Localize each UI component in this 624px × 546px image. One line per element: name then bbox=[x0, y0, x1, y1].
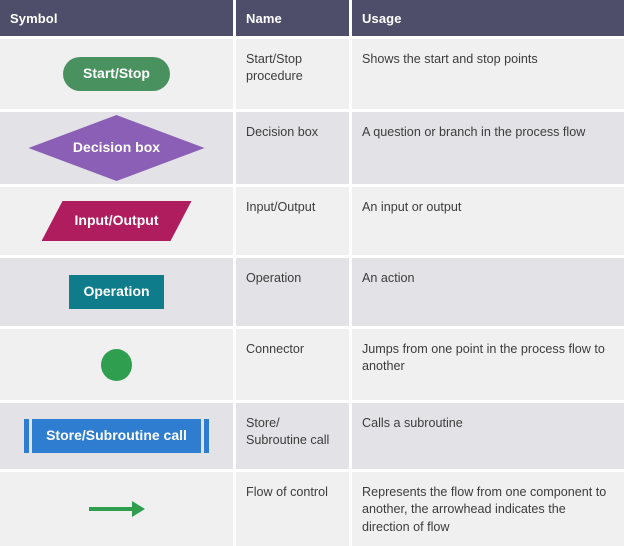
usage-cell: Jumps from one point in the process flow… bbox=[352, 329, 624, 400]
usage-cell: Calls a subroutine bbox=[352, 403, 624, 469]
column-divider bbox=[233, 329, 236, 400]
name-cell: Input/Output bbox=[236, 187, 349, 255]
subroutine-right-bar-icon bbox=[203, 419, 209, 453]
table-row: Flow of control Represents the flow from… bbox=[0, 472, 624, 546]
usage-cell: An action bbox=[352, 258, 624, 326]
row-divider bbox=[0, 36, 624, 39]
row-divider bbox=[0, 469, 624, 472]
row-divider bbox=[0, 326, 624, 329]
flow-arrow-icon bbox=[88, 501, 145, 517]
table-row: Operation Operation An action bbox=[0, 258, 624, 326]
parallelogram-icon bbox=[41, 201, 192, 241]
symbol-cell-decision-box: Decision box bbox=[0, 112, 233, 184]
column-divider bbox=[349, 472, 352, 546]
name-cell: Operation bbox=[236, 258, 349, 326]
name-cell: Connector bbox=[236, 329, 349, 400]
column-divider bbox=[233, 0, 236, 36]
shape-label: Input/Output bbox=[74, 212, 159, 229]
operation-shape: Operation bbox=[69, 275, 164, 309]
column-header-name: Name bbox=[236, 0, 349, 36]
column-divider bbox=[349, 112, 352, 184]
column-divider bbox=[233, 187, 236, 255]
column-divider bbox=[349, 0, 352, 36]
usage-cell: Represents the flow from one component t… bbox=[352, 472, 624, 546]
column-header-usage: Usage bbox=[352, 0, 624, 36]
row-divider bbox=[0, 400, 624, 403]
decision-box-shape: Decision box bbox=[28, 115, 205, 181]
row-divider bbox=[0, 109, 624, 112]
column-divider bbox=[233, 472, 236, 546]
start-stop-shape: Start/Stop bbox=[63, 57, 170, 91]
row-divider bbox=[0, 255, 624, 258]
shape-label: Operation bbox=[83, 283, 150, 300]
usage-cell: An input or output bbox=[352, 187, 624, 255]
table-body: Start/Stop Start/Stop procedure Shows th… bbox=[0, 36, 624, 546]
input-output-shape: Input/Output bbox=[41, 201, 192, 241]
symbol-cell-operation: Operation bbox=[0, 258, 233, 326]
column-divider bbox=[349, 258, 352, 326]
table-row: Decision box Decision box A question or … bbox=[0, 112, 624, 184]
column-divider bbox=[233, 403, 236, 469]
arrow-head bbox=[131, 501, 145, 517]
name-cell: Flow of control bbox=[236, 472, 349, 546]
column-divider bbox=[349, 187, 352, 255]
column-header-symbol: Symbol bbox=[0, 0, 233, 36]
shape-label: Decision box bbox=[72, 139, 161, 156]
symbol-cell-connector bbox=[0, 329, 233, 400]
subroutine-left-bar-icon bbox=[24, 419, 30, 453]
shape-label: Store/Subroutine call bbox=[46, 427, 187, 444]
column-divider bbox=[233, 39, 236, 109]
table-row: Store/Subroutine call Store/ Subroutine … bbox=[0, 403, 624, 469]
arrow-line bbox=[88, 507, 133, 511]
subroutine-body: Store/Subroutine call bbox=[32, 419, 201, 453]
symbol-cell-start-stop: Start/Stop bbox=[0, 39, 233, 109]
usage-cell: Shows the start and stop points bbox=[352, 39, 624, 109]
table-row: Connector Jumps from one point in the pr… bbox=[0, 329, 624, 400]
subroutine-shape: Store/Subroutine call bbox=[24, 419, 209, 453]
connector-circle-icon bbox=[101, 348, 132, 381]
column-divider bbox=[233, 258, 236, 326]
symbol-cell-flow-of-control bbox=[0, 472, 233, 546]
symbol-cell-input-output: Input/Output bbox=[0, 187, 233, 255]
table-header-row: Symbol Name Usage bbox=[0, 0, 624, 36]
name-cell: Start/Stop procedure bbox=[236, 39, 349, 109]
usage-cell: A question or branch in the process flow bbox=[352, 112, 624, 184]
name-cell: Decision box bbox=[236, 112, 349, 184]
column-divider bbox=[349, 39, 352, 109]
shape-label: Start/Stop bbox=[83, 65, 150, 82]
table-row: Input/Output Input/Output An input or ou… bbox=[0, 187, 624, 255]
name-cell: Store/ Subroutine call bbox=[236, 403, 349, 469]
table-row: Start/Stop Start/Stop procedure Shows th… bbox=[0, 39, 624, 109]
column-divider bbox=[349, 403, 352, 469]
column-divider bbox=[349, 329, 352, 400]
row-divider bbox=[0, 184, 624, 187]
symbol-cell-subroutine: Store/Subroutine call bbox=[0, 403, 233, 469]
column-divider bbox=[233, 112, 236, 184]
